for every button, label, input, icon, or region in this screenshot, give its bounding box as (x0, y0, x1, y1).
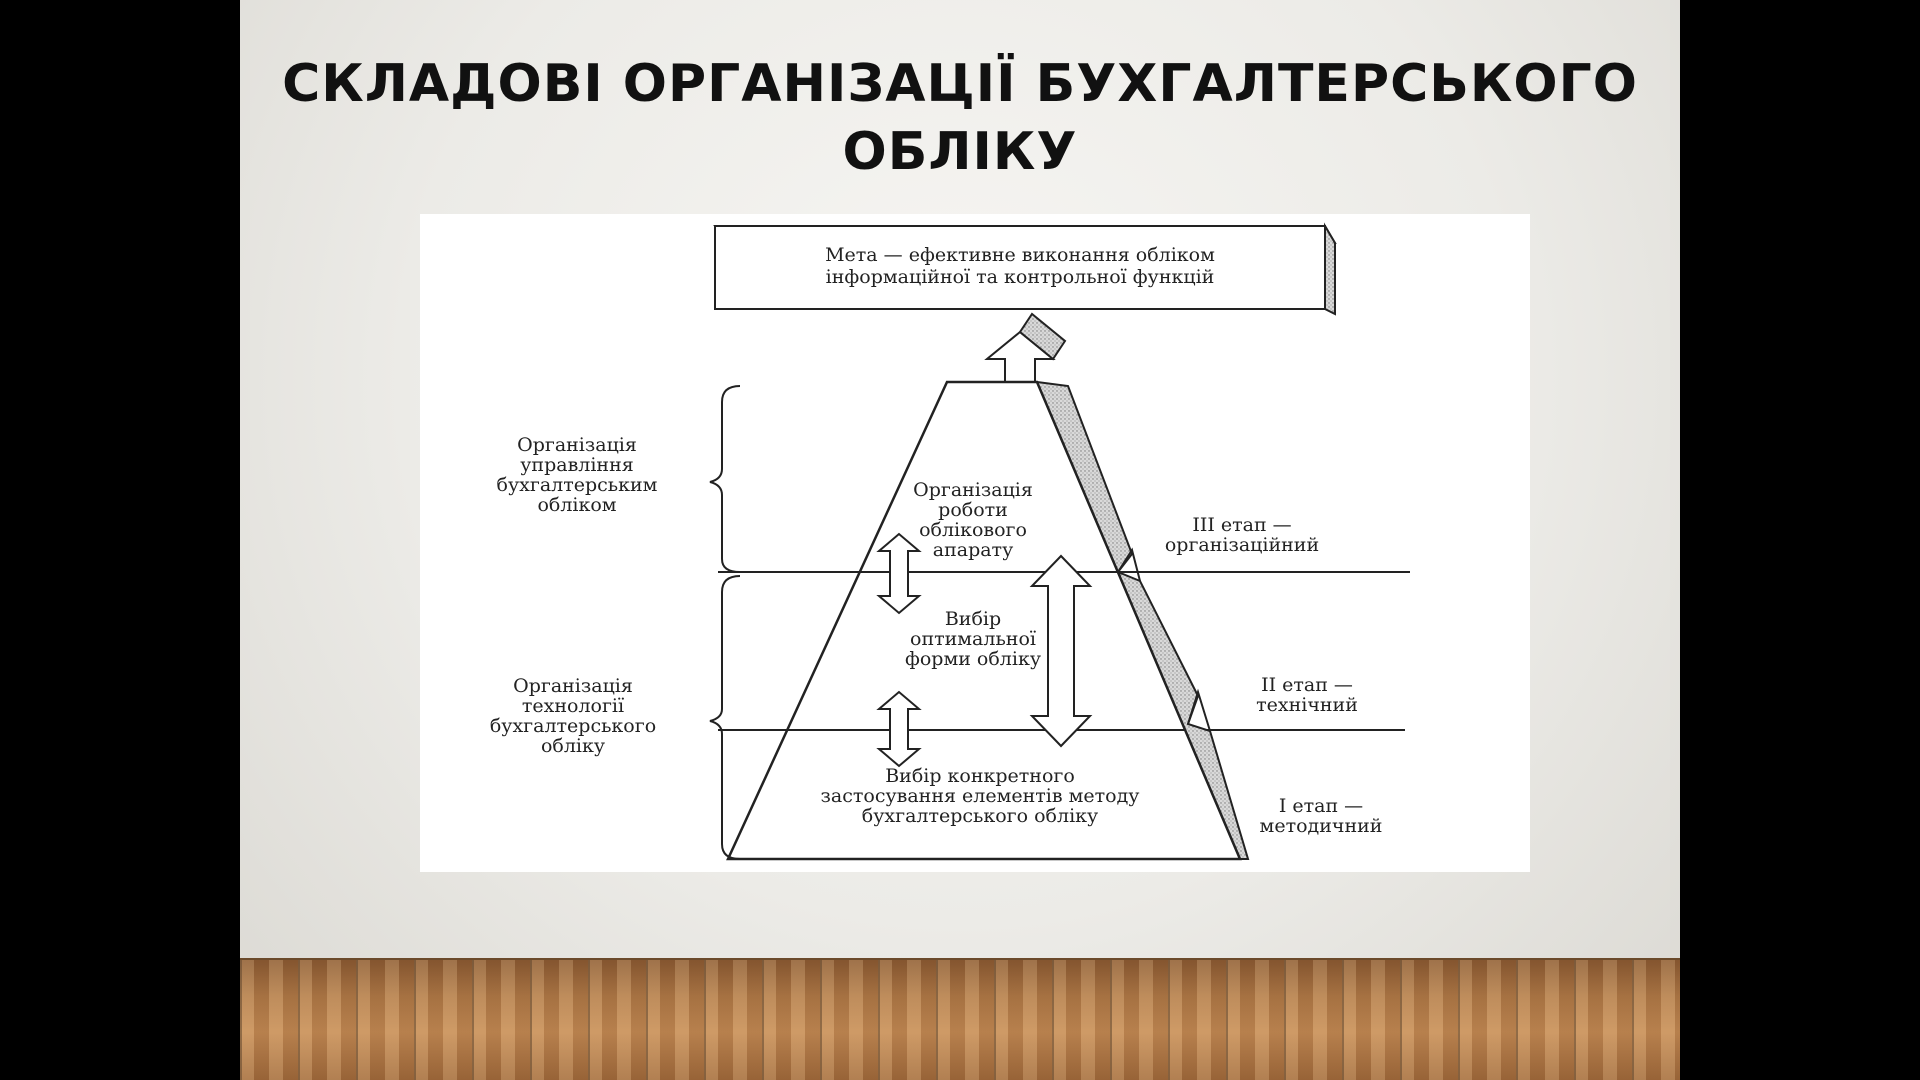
title-line-2: ОБЛІКУ (842, 122, 1078, 182)
pyramid-shaded-face (1035, 380, 1250, 860)
stage-1-line-2: методичний (1260, 815, 1383, 837)
stage-2-line-1: II етап — (1261, 674, 1353, 696)
left-group-1-line-3: бухгалтерським (497, 474, 658, 496)
goal-box: Мета — ефективне виконання обліком інфор… (713, 222, 1337, 316)
pyramid-notch-lower (1187, 688, 1211, 732)
diagram-panel: Мета — ефективне виконання обліком інфор… (420, 214, 1530, 872)
double-arrow-lower (876, 690, 922, 768)
level-1-line-1: Вибір конкретного (885, 765, 1075, 787)
pyramid-diagram: Мета — ефективне виконання обліком інфор… (490, 222, 1410, 861)
stage-3-label: III етап — організаційний (1165, 514, 1319, 556)
goal-text-line-2: інформаційної та контрольної функцій (826, 266, 1215, 288)
left-group-management: Організація управління бухгалтерським об… (497, 434, 658, 516)
left-group-2-line-1: Організація (513, 675, 633, 697)
level-method: Вибір конкретного застосування елементів… (821, 765, 1140, 827)
goal-box-front (714, 225, 1326, 310)
stage-1-line-1: I етап — (1279, 795, 1363, 817)
double-arrow-large (1029, 554, 1093, 748)
goal-box-side (1324, 222, 1336, 316)
slide: СКЛАДОВІ ОРГАНІЗАЦІЇ БУХГАЛТЕРСЬКОГО ОБЛ… (240, 0, 1680, 1080)
level-3-line-2: роботи (938, 499, 1008, 521)
stage-3-line-1: III етап — (1192, 514, 1291, 536)
title-line-1: СКЛАДОВІ ОРГАНІЗАЦІЇ БУХГАЛТЕРСЬКОГО (282, 54, 1638, 114)
level-2-line-2: оптимальної (910, 628, 1036, 650)
left-group-technology: Організація технології бухгалтерського о… (490, 675, 656, 757)
stage-2-line-2: технічний (1256, 694, 1358, 716)
level-3-line-4: апарату (933, 539, 1014, 561)
slide-title: СКЛАДОВІ ОРГАНІЗАЦІЇ БУХГАЛТЕРСЬКОГО ОБЛ… (240, 50, 1680, 186)
level-3-line-1: Організація (913, 479, 1033, 501)
left-group-1-line-4: обліком (537, 494, 616, 516)
level-1-line-3: бухгалтерського обліку (862, 805, 1098, 827)
brace-lower (709, 575, 741, 860)
wooden-floor (240, 958, 1680, 1080)
level-1-line-2: застосування елементів методу (821, 785, 1140, 807)
left-group-2-line-3: бухгалтерського (490, 715, 656, 737)
level-form: Вибір оптимальної форми обліку (905, 608, 1041, 670)
up-arrow-side (1018, 312, 1067, 361)
left-group-1-line-2: управління (520, 454, 634, 476)
stage-1-label: I етап — методичний (1260, 795, 1383, 837)
brace-upper (709, 385, 741, 573)
left-group-1-line-1: Організація (517, 434, 637, 456)
double-arrow-upper (876, 532, 922, 615)
up-arrow (984, 312, 1067, 383)
goal-text-line-1: Мета — ефективне виконання обліком (825, 244, 1215, 266)
stage-3-line-2: організаційний (1165, 534, 1319, 556)
stage-2-label: II етап — технічний (1256, 674, 1358, 716)
level-3-line-3: облікового (919, 519, 1027, 541)
level-apparatus: Організація роботи облікового апарату (913, 479, 1033, 561)
pyramid-notch-upper (1117, 547, 1141, 582)
left-group-2-line-4: обліку (541, 735, 605, 757)
level-2-line-1: Вибір (945, 608, 1001, 630)
left-group-2-line-2: технології (522, 695, 624, 717)
level-2-line-3: форми обліку (905, 648, 1041, 670)
pyramid-outline (726, 380, 1242, 861)
